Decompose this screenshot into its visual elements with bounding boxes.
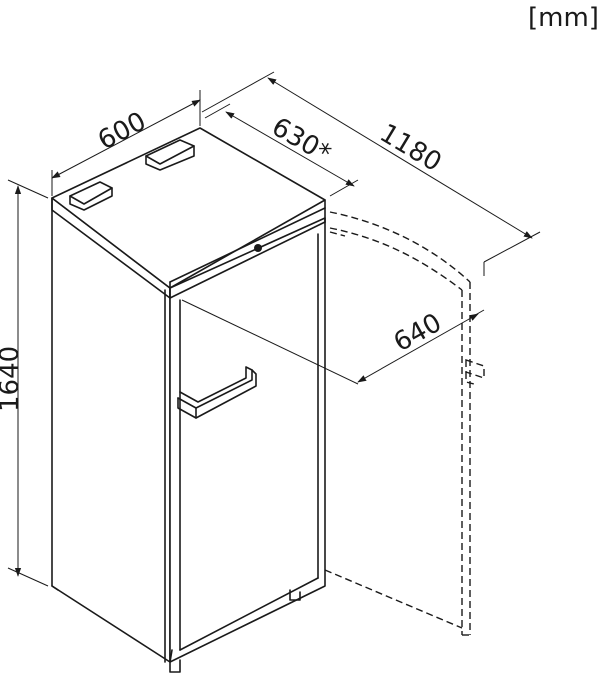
open-door-outline [324,211,485,636]
depth-label: 630* [267,112,336,169]
unit-label: [mm] [528,3,599,33]
width-label: 600 [93,106,151,156]
height-label: 1640 [0,346,25,412]
depth-door-open-label: 1180 [374,118,446,178]
control-knob-icon [254,244,262,252]
fridge-body [51,127,326,673]
dimension-height: 1640 [0,179,49,587]
depth-with-door-label: 640 [389,308,447,358]
